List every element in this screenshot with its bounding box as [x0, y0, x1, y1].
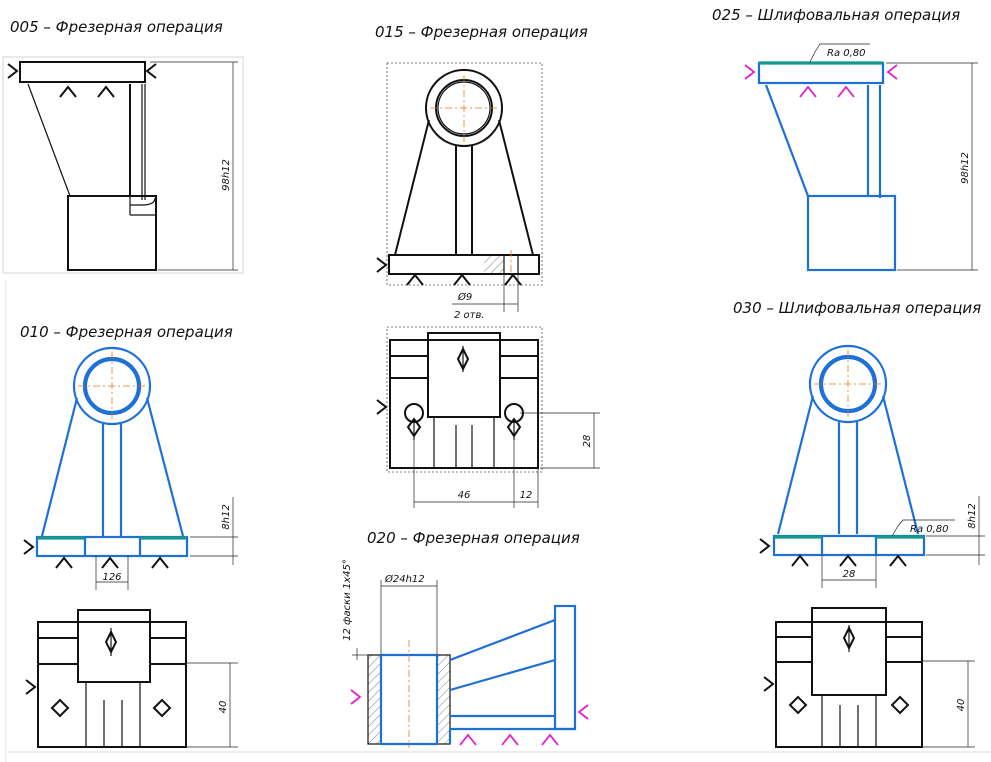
op010-dimensions: 8h12 126: [95, 497, 238, 590]
op010-dim-height: 8h12: [221, 504, 232, 529]
op025-part-sketch: [757, 61, 897, 272]
op025-clamp-symbols: [744, 64, 898, 98]
op015-dim-diameter: Ø9: [457, 291, 472, 303]
op030-title: 030 – Шлифовальная операция: [733, 299, 981, 317]
operation-015: 015 – Фрезерная операция: [375, 23, 600, 508]
op015-clamp-symbols: [376, 257, 522, 286]
op020-title: 020 – Фрезерная операция: [367, 529, 580, 547]
operation-030: 030 – Шлифовальная операция Ra 0,80: [733, 299, 985, 748]
operation-005: 005 – Фрезерная операция 98h12: [7, 18, 238, 271]
op030-clamp-symbols: [759, 538, 907, 567]
operation-020: 020 – Фрезерная операция: [342, 529, 589, 748]
op010-title: 010 – Фрезерная операция: [20, 323, 233, 341]
op030-dim-width: 28: [843, 569, 856, 580]
operation-010: 010 – Фрезерная операция: [20, 323, 238, 748]
op015-dim-vertical: 28: [582, 435, 593, 448]
op010-dim-width: 126: [102, 572, 121, 583]
op020-dim-chamfer: 12 фаски 1х45°: [342, 559, 353, 641]
op005-title: 005 – Фрезерная операция: [10, 18, 223, 36]
op005-part-sketch: [19, 61, 157, 271]
op020-clamp-symbols: [350, 689, 589, 746]
op025-roughness-label: Ra 0,80: [827, 48, 866, 59]
op005-dim-height: 98h12: [221, 159, 232, 191]
op020-dim-diameter: Ø24h12: [384, 573, 425, 585]
op030-part-sketch: [772, 344, 926, 557]
op015-dimension-diameter: Ø9 2 отв.: [452, 274, 519, 321]
op020-dimensions: Ø24h12 12 фаски 1х45°: [342, 559, 438, 660]
op010-clamp-symbols: [23, 539, 169, 569]
op010-plan-view: 40: [25, 609, 238, 748]
op015-part-sketch: [388, 69, 540, 280]
op025-roughness: Ra 0,80: [809, 43, 870, 63]
op005-clamp-symbols: [7, 63, 157, 98]
sheet-border: [2, 56, 991, 762]
op025-dimension-height: 98h12: [886, 62, 978, 271]
op030-dim-height: 8h12: [967, 503, 978, 528]
op015-plan-view: 46 12 28: [376, 326, 600, 508]
op015-dim-offset: 12: [520, 490, 533, 501]
operation-025: 025 – Шлифовальная операция Ra 0,80 98h1…: [712, 6, 978, 272]
op030-dim-vertical: 40: [956, 699, 967, 712]
op030-plan-view: 40: [763, 607, 975, 748]
op030-roughness-label: Ra 0,80: [910, 524, 949, 535]
op005-dimension-height: 98h12: [150, 61, 238, 271]
op030-roughness: Ra 0,80: [891, 519, 955, 537]
op025-title: 025 – Шлифовальная операция: [712, 6, 960, 24]
op015-dim-width: 46: [458, 490, 471, 501]
op030-dimensions: 8h12 28: [821, 496, 985, 588]
op015-dim-holes: 2 отв.: [454, 310, 485, 321]
op015-title: 015 – Фрезерная операция: [375, 23, 588, 41]
op025-dim-height: 98h12: [960, 152, 971, 184]
op010-part-sketch: [35, 346, 189, 558]
op010-dim-vertical: 40: [218, 701, 229, 714]
op020-part-sketch: [367, 604, 577, 748]
